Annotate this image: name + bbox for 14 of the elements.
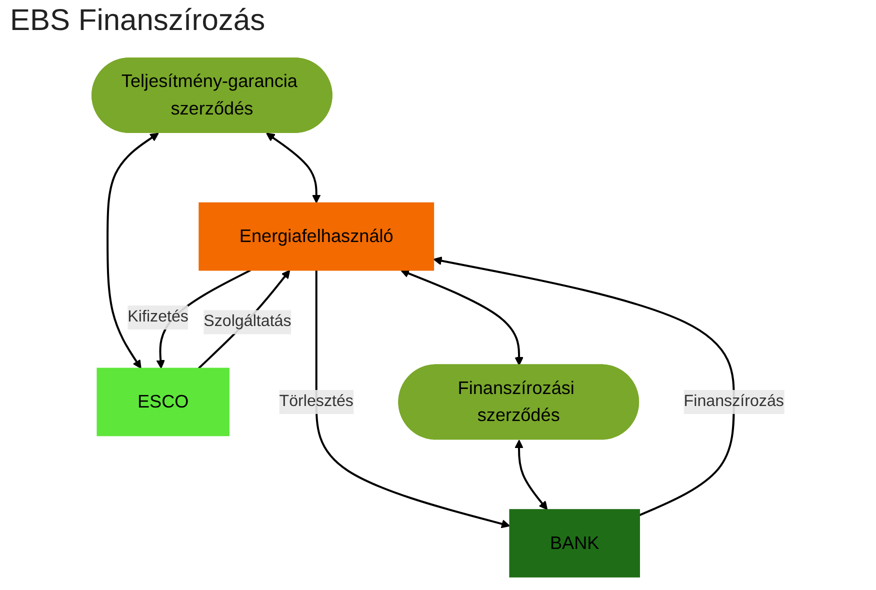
arrow (514, 440, 548, 510)
arrow (266, 132, 321, 204)
edge-label: Kifizetés (128, 308, 188, 326)
edge-label: Törlesztés (279, 392, 354, 410)
edge-label: Finanszírozás (684, 392, 784, 410)
node-box: Energiafelhasználó (198, 202, 434, 271)
arrow (433, 256, 735, 516)
arrow (315, 270, 510, 528)
arrow (106, 132, 159, 369)
node-box: BANK (509, 509, 640, 578)
node-box: ESCO (96, 368, 230, 436)
edge-label: Szolgáltatás (204, 313, 292, 330)
arrow (400, 269, 524, 366)
diagram-title: EBS Finanszírozás (10, 4, 266, 38)
